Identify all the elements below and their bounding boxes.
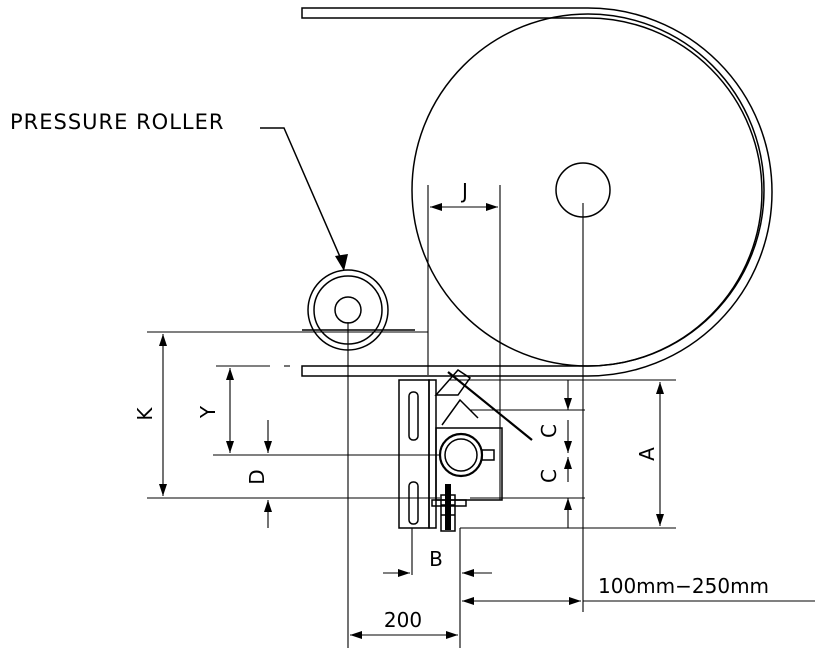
dimension-y (213, 365, 440, 456)
label-web (301, 7, 773, 377)
label-reel (301, 7, 773, 377)
dimension-d (264, 420, 272, 528)
peel-plate (447, 371, 533, 441)
dimension-c (470, 380, 585, 528)
dim-label-d: D (245, 469, 269, 484)
pressure-roller-leader (260, 127, 348, 271)
dim-label-j: J (460, 179, 468, 203)
dim-label-c-upper: C (537, 424, 561, 438)
dimension-a (450, 379, 676, 529)
dimension-j (427, 185, 501, 500)
dim-label-k: K (133, 407, 157, 421)
applicator-head (398, 369, 533, 532)
dim-label-y: Y (196, 405, 220, 419)
dim-label-200: 200 (384, 608, 422, 632)
dim-label-a: A (635, 447, 659, 461)
dim-label-offset-range: 100mm−250mm (598, 574, 769, 598)
dimension-k (147, 331, 440, 499)
dimension-bottom (347, 203, 815, 648)
dim-label-b: B (429, 547, 443, 571)
pressure-roller-label: PRESSURE ROLLER (10, 110, 224, 134)
dim-label-c-lower: C (537, 469, 561, 483)
head-roller (438, 432, 484, 478)
